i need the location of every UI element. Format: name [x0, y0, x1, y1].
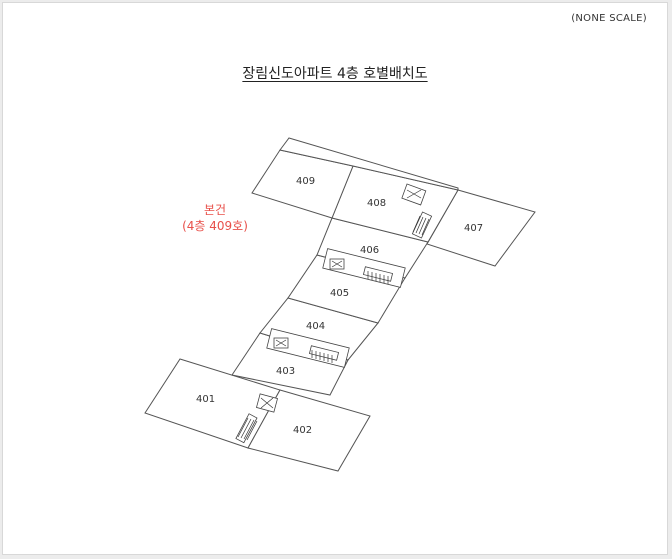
- unit-label-409: 409: [296, 176, 315, 187]
- plan-title: 장림신도아파트 4층 호별배치도: [3, 63, 667, 83]
- unit-label-407: 407: [464, 223, 483, 234]
- plan-title-text: 장림신도아파트 4층 호별배치도: [242, 66, 428, 82]
- target-unit-detail: (4층 409호): [182, 219, 248, 233]
- unit-label-405: 405: [330, 288, 349, 299]
- stair-treads: [237, 215, 430, 441]
- target-unit-label: 본건 (4층 409호): [160, 202, 270, 234]
- target-unit-title: 본건: [203, 203, 227, 217]
- core-406: [322, 248, 406, 288]
- unit-label-406: 406: [360, 245, 379, 256]
- unit-label-404: 404: [306, 321, 325, 332]
- unit-label-402: 402: [293, 425, 312, 436]
- unit-corridor-top: [279, 137, 459, 191]
- unit-label-408: 408: [367, 198, 386, 209]
- unit-402: [247, 389, 371, 472]
- core-408: [401, 183, 433, 239]
- scale-note: (NONE SCALE): [571, 13, 647, 24]
- unit-label-401: 401: [196, 394, 215, 405]
- unit-label-403: 403: [276, 366, 295, 377]
